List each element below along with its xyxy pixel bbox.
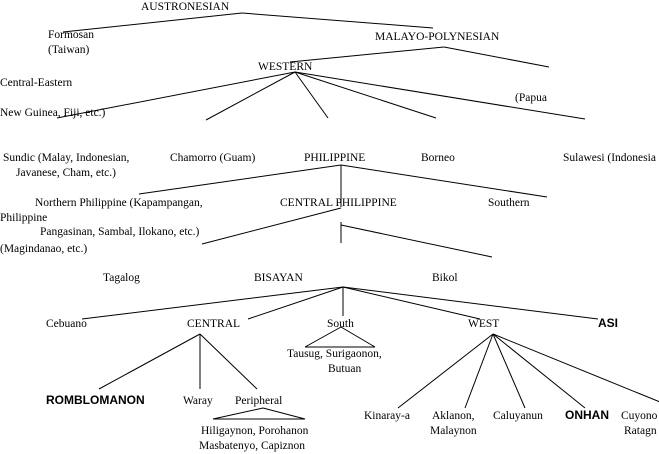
- node-southern: Southern: [488, 197, 530, 209]
- node-ratagnon: Ratagn: [624, 425, 657, 437]
- node-philippine: PHILIPPINE: [304, 152, 366, 164]
- node-kinaray-a: Kinaray-a: [364, 410, 410, 422]
- node-southern-2: Philippine: [0, 212, 48, 224]
- west-branches: [397, 333, 659, 409]
- node-northern-philippine: Northern Philippine (Kapampangan,: [35, 197, 203, 209]
- node-southern-note: (Magindanao, etc.): [0, 243, 88, 255]
- node-tagalog: Tagalog: [103, 272, 140, 284]
- south-branches: [304, 326, 376, 348]
- node-asi: ASI: [598, 316, 619, 330]
- node-cuyonon: Cuyono: [621, 410, 658, 422]
- node-bikol: Bikol: [432, 272, 458, 284]
- node-peripheral-languages: Hiligaynon, Porohanon: [201, 425, 309, 437]
- node-northern-philippine-note: Pangasinan, Sambal, Ilokano, etc.): [40, 226, 200, 238]
- node-malayo-polynesian: MALAYO-POLYNESIAN: [375, 31, 500, 43]
- node-caluyanun: Caluyanun: [493, 410, 543, 422]
- bisayan-branches: [81, 286, 599, 320]
- peripheral-branches: [212, 407, 306, 420]
- node-waray: Waray: [183, 395, 213, 407]
- node-chamorro: Chamorro (Guam): [170, 152, 256, 164]
- node-sundic-note: Javanese, Cham, etc.): [16, 167, 116, 179]
- node-central: CENTRAL: [187, 318, 241, 330]
- node-onhan: ONHAN: [565, 408, 609, 422]
- node-south-languages: Tausug, Surigaonon,: [287, 348, 382, 360]
- node-central-eastern: Central-Eastern: [0, 77, 73, 89]
- node-south: South: [327, 318, 354, 330]
- node-western: WESTERN: [258, 61, 313, 73]
- node-romblomanon: ROMBLOMANON: [46, 393, 145, 407]
- node-formosan: Formosan: [48, 29, 94, 41]
- node-sulawesi: Sulawesi (Indonesia: [563, 152, 656, 164]
- node-aklanon: Aklanon,: [432, 410, 475, 422]
- philippine-branches: [138, 164, 548, 207]
- node-austronesian: AUSTRONESIAN: [141, 1, 230, 13]
- node-south-languages-2: Butuan: [328, 363, 362, 375]
- node-cebuano: Cebuano: [46, 318, 87, 330]
- node-peripheral-languages-2: Masbatenyo, Capiznon: [199, 440, 306, 452]
- malayo-polynesian-branches: [289, 46, 550, 68]
- node-peripheral: Peripheral: [235, 395, 283, 407]
- node-malaynon: Malaynon: [430, 425, 477, 437]
- node-central-philippine: CENTRAL PHILIPPINE: [280, 197, 397, 209]
- node-sundic: Sundic (Malay, Indonesian,: [3, 152, 130, 164]
- node-formosan-note: (Taiwan): [48, 44, 90, 56]
- austronesian-branches: [62, 12, 434, 33]
- central-bisayan-branches: [98, 333, 258, 390]
- node-bisayan: BISAYAN: [254, 272, 303, 284]
- central-philippine-branches: [201, 207, 493, 258]
- node-papua: (Papua: [515, 92, 547, 104]
- western-branches: [56, 71, 586, 121]
- node-west: WEST: [468, 318, 500, 330]
- node-central-eastern-note: New Guinea, Fiji, etc.): [0, 107, 106, 119]
- node-borneo: Borneo: [421, 152, 455, 164]
